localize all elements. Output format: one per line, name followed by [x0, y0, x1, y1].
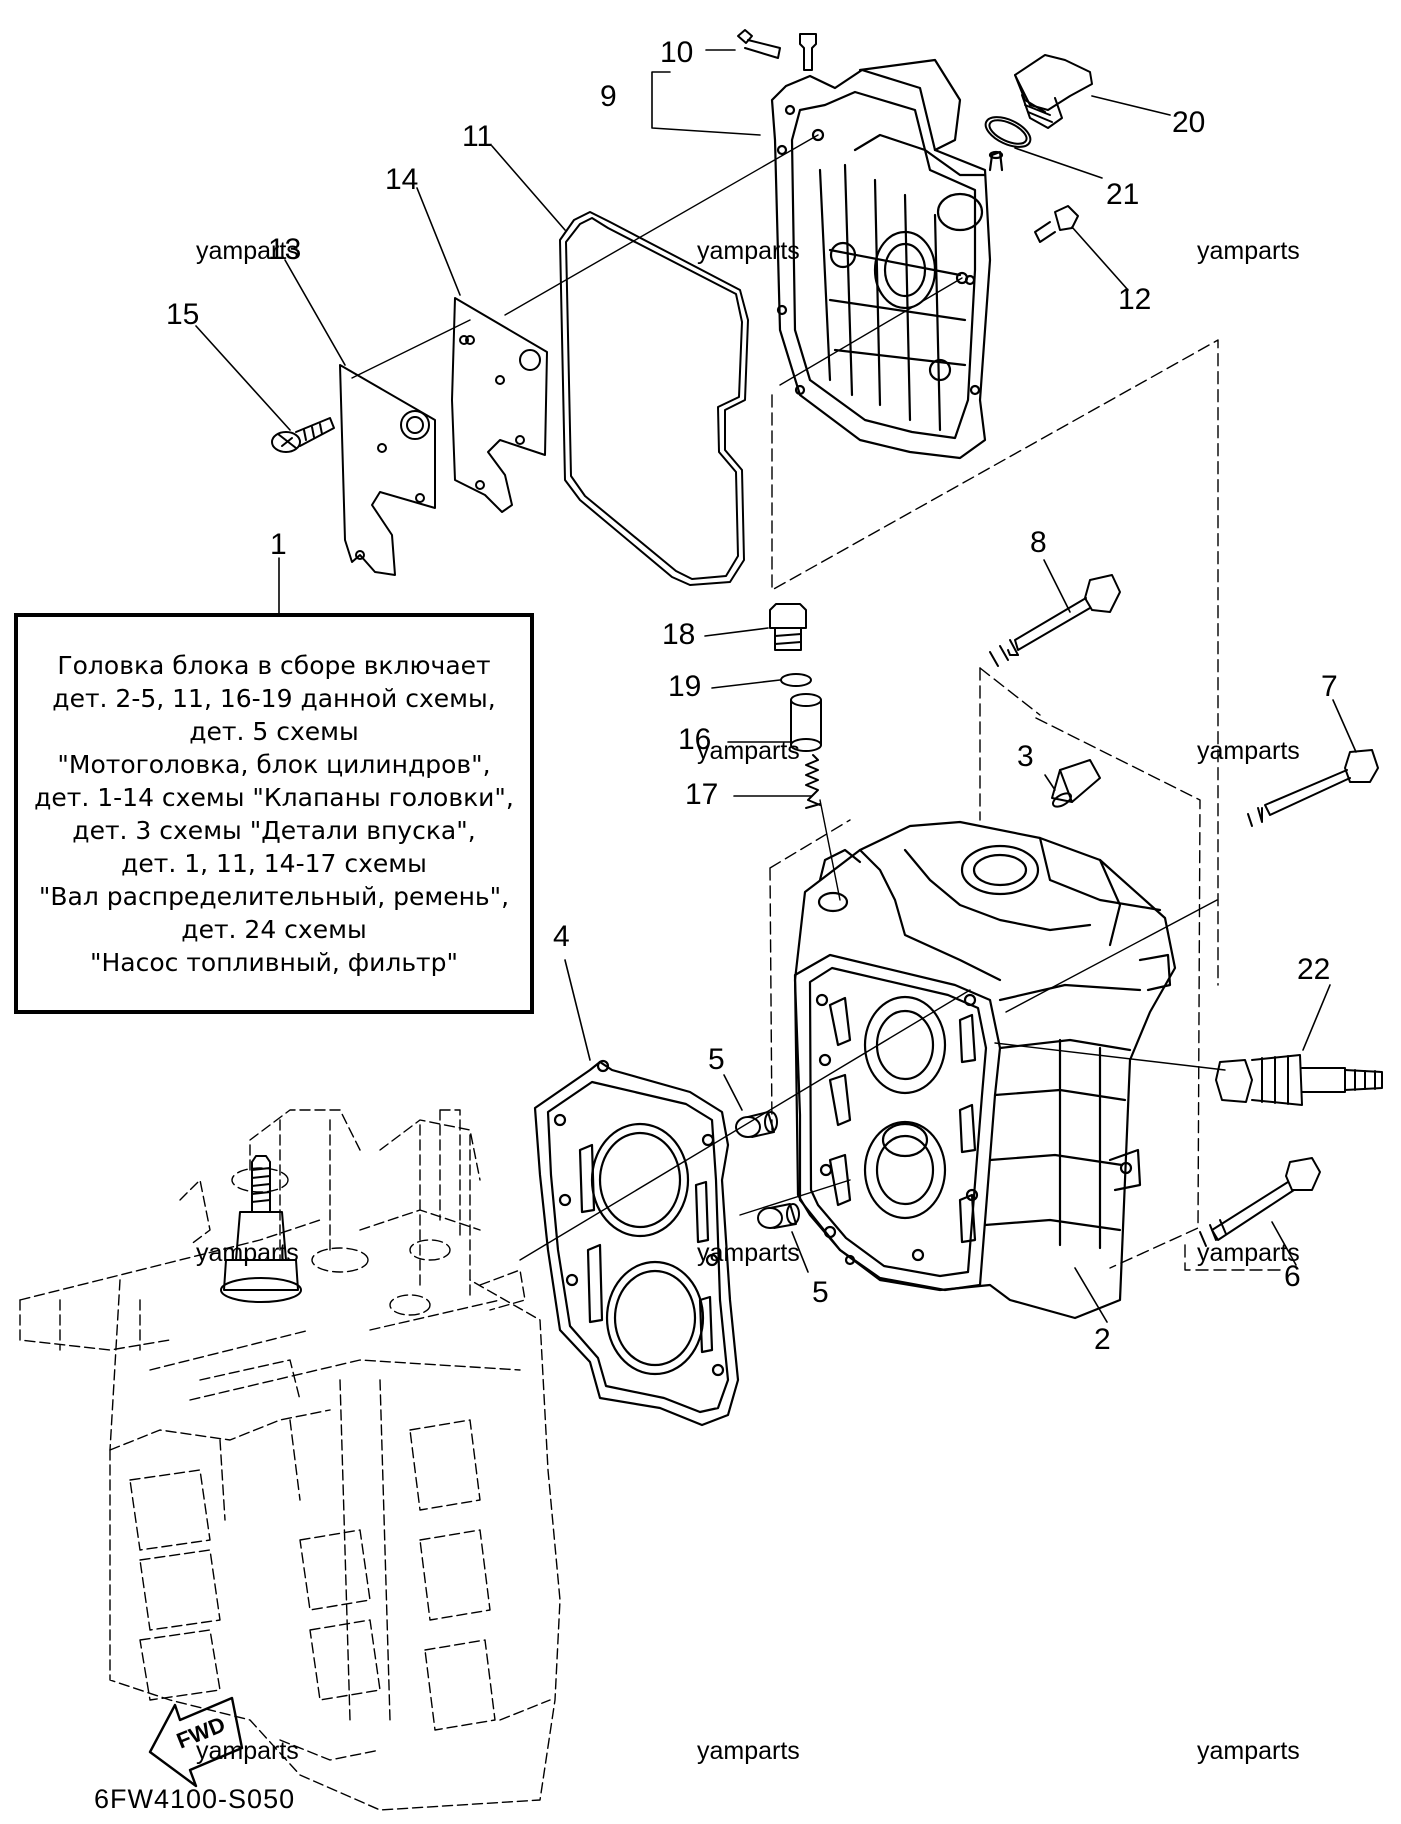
- callout-21: 21: [1106, 178, 1140, 211]
- callout-9: 9: [600, 80, 617, 113]
- sleeve-part-16: [790, 693, 822, 752]
- cylinder-head-part-2: [793, 820, 1177, 1320]
- head-cover-part-9: [770, 58, 1004, 460]
- callout-2: 2: [1094, 1323, 1111, 1356]
- dowel-part-5-bottom: [757, 1203, 800, 1229]
- note-line: дет. 2-5, 11, 16-19 данной схемы,: [52, 683, 496, 713]
- callout-15: 15: [166, 298, 200, 331]
- callout-5-top: 5: [708, 1043, 725, 1076]
- assembly-lines: [351, 134, 1226, 1261]
- watermark: yamparts: [697, 737, 800, 765]
- watermark: yamparts: [196, 237, 299, 265]
- fwd-arrow-icon: [148, 1696, 244, 1788]
- callout-5-bottom: 5: [812, 1276, 829, 1309]
- note-line: дет. 24 схемы: [181, 914, 367, 944]
- spark-plug-part-22: [1215, 1054, 1383, 1106]
- dowel-part-3: [1051, 759, 1101, 808]
- assembly-note: Головка блока в сборе включает дет. 2-5,…: [14, 613, 534, 1014]
- diagram-code: 6FW4100-S050: [94, 1784, 296, 1814]
- note-line: дет. 1-14 схемы "Клапаны головки",: [34, 782, 514, 812]
- callout-14: 14: [385, 163, 419, 196]
- o-ring-part-21: [984, 116, 1032, 148]
- gasket-plate-part-14: [451, 297, 548, 513]
- callout-3: 3: [1017, 740, 1034, 773]
- watermark: yamparts: [1197, 737, 1300, 765]
- watermark: yamparts: [1197, 1239, 1300, 1267]
- oil-cap-part-20: [1014, 54, 1093, 129]
- callout-18: 18: [662, 618, 696, 651]
- watermark: yamparts: [697, 237, 800, 265]
- callout-11: 11: [462, 120, 494, 153]
- watermark: yamparts: [1197, 237, 1300, 265]
- dowel-part-5-top: [735, 1111, 778, 1138]
- leader-lines: [195, 49, 1357, 1323]
- bolt-part-7: [1247, 749, 1379, 827]
- callout-8: 8: [1030, 526, 1047, 559]
- note-line: Головка блока в сборе включает: [57, 650, 491, 680]
- callout-13: 13: [268, 233, 302, 266]
- callout-22: 22: [1297, 953, 1331, 986]
- plate-part-13: [339, 364, 436, 576]
- cylinder-block-reference: [19, 1109, 561, 1811]
- callout-7: 7: [1321, 670, 1338, 703]
- callout-6: 6: [1284, 1260, 1301, 1293]
- callout-19: 19: [668, 670, 702, 703]
- watermark: yamparts: [697, 1239, 800, 1267]
- callout-12: 12: [1118, 283, 1152, 316]
- bolt-part-8: [989, 574, 1121, 667]
- washer-part-19: [780, 673, 812, 687]
- callout-20: 20: [1172, 106, 1206, 139]
- watermark: yamparts: [196, 1737, 299, 1765]
- watermark: yamparts: [196, 1239, 299, 1267]
- callout-1: 1: [270, 528, 287, 561]
- plug-part-18: [769, 603, 807, 651]
- note-line: дет. 5 схемы: [189, 716, 359, 746]
- dashed-guides: [769, 339, 1286, 1271]
- note-line: "Насос топливный, фильтр": [89, 947, 458, 977]
- spring-part-17: [805, 754, 821, 809]
- pin-part-10: [737, 29, 817, 71]
- watermark: yamparts: [697, 1737, 800, 1765]
- head-gasket-part-4: [533, 1059, 740, 1427]
- note-line: "Вал распределительный, ремень",: [38, 881, 510, 911]
- screw-part-15: [271, 417, 335, 453]
- bolt-part-12: [1034, 205, 1079, 243]
- gasket-part-11: [559, 211, 749, 586]
- crankshaft-end: [220, 1155, 302, 1303]
- callout-10: 10: [660, 36, 694, 69]
- note-line: "Мотоголовка, блок цилиндров",: [57, 749, 491, 779]
- callout-17: 17: [685, 778, 719, 811]
- callout-4: 4: [553, 920, 570, 953]
- note-line: дет. 1, 11, 14-17 схемы: [121, 848, 427, 878]
- watermark: yamparts: [1197, 1737, 1300, 1765]
- bolt-part-6: [1199, 1157, 1321, 1247]
- callout-16: 16: [678, 723, 712, 756]
- note-line: дет. 3 схемы "Детали впуска",: [72, 815, 476, 845]
